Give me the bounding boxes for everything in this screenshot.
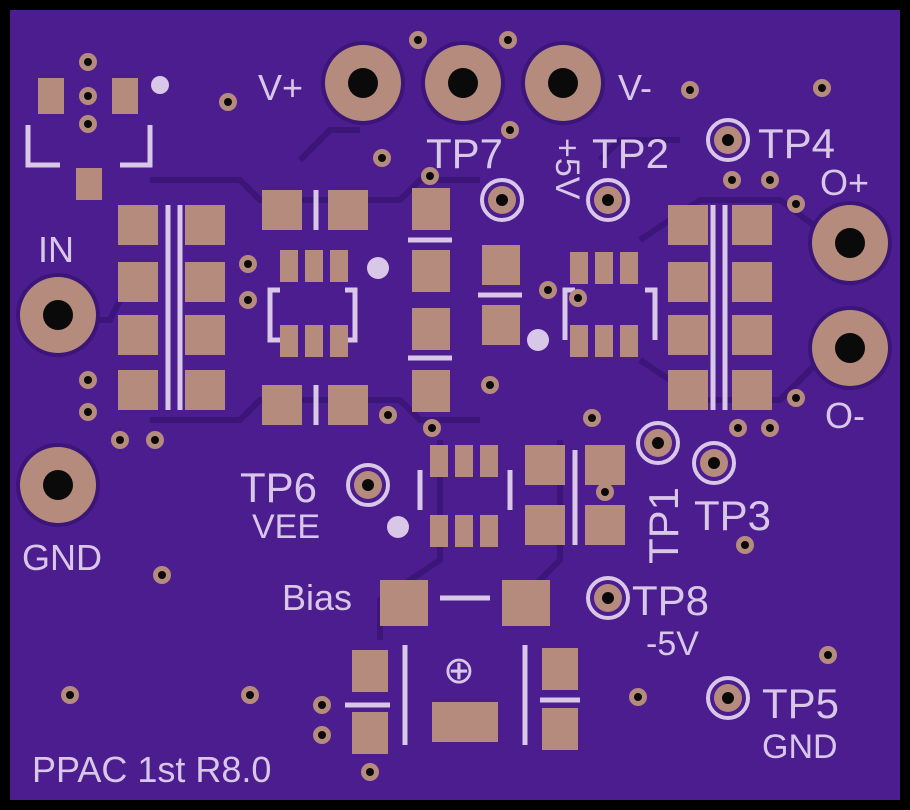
label-tp1: TP1 [640, 487, 687, 564]
testpoint-tp7-ring [480, 178, 524, 222]
pot-symbol: ⊕ [443, 650, 475, 692]
vias [61, 31, 837, 781]
test-points [346, 118, 750, 720]
connector-in-hole [43, 300, 73, 330]
connectors [16, 41, 892, 527]
label-tp2: TP2 [592, 130, 669, 177]
label-tp3: TP3 [694, 492, 771, 539]
via-drill [506, 126, 514, 134]
via-drill [244, 260, 252, 268]
smd-pads [38, 78, 772, 754]
via-drill [318, 701, 326, 709]
label-plus5v: +5V [548, 138, 586, 200]
board-title: PPAC 1st R8.0 [32, 749, 271, 790]
testpoint-tp5-hole [722, 692, 734, 704]
via-drill [588, 414, 596, 422]
via-drill [818, 84, 826, 92]
via-drill [766, 424, 774, 432]
connector-o-minus-hole [835, 333, 865, 363]
connector-gnd-hole [43, 470, 73, 500]
via-drill [318, 731, 326, 739]
testpoint-tp4-ring [706, 118, 750, 162]
via-drill [84, 58, 92, 66]
testpoint-tp2-ring [586, 178, 630, 222]
via-drill [66, 691, 74, 699]
label-v-plus: V+ [258, 67, 303, 108]
testpoint-tp8-hole [602, 592, 614, 604]
via-drill [224, 98, 232, 106]
via-drill [84, 376, 92, 384]
label-gnd: GND [22, 537, 102, 578]
label-tp5: TP5 [762, 680, 839, 727]
via-drill [426, 172, 434, 180]
via-drill [84, 408, 92, 416]
silk-outlines [25, 125, 728, 745]
testpoint-tp1-hole [652, 437, 664, 449]
connector-mid-hole [448, 68, 478, 98]
testpoint-tp6-hole [362, 479, 374, 491]
via-drill [428, 424, 436, 432]
via-drill [84, 120, 92, 128]
label-tp6: TP6 [240, 464, 317, 511]
via-drill [244, 296, 252, 304]
testpoint-tp1-ring [636, 421, 680, 465]
via-drill [634, 693, 642, 701]
connector-v-minus-hole [548, 68, 578, 98]
label-bias: Bias [282, 577, 352, 618]
via-drill [246, 691, 254, 699]
label-o-minus: O- [825, 395, 865, 436]
via-drill [601, 488, 609, 496]
via-drill [366, 768, 374, 776]
via-drill [151, 436, 159, 444]
testpoint-tp6-ring [346, 463, 390, 507]
label-gnd2: GND [762, 728, 838, 766]
via-drill [504, 36, 512, 44]
via-drill [414, 36, 422, 44]
silk-labels: V+ V- TP7 +5V TP2 TP4 O+ O- IN GND TP6 V… [22, 67, 869, 790]
via-drill [378, 154, 386, 162]
label-tp7: TP7 [426, 130, 503, 177]
label-minus5v: -5V [646, 625, 699, 663]
via-drill [84, 92, 92, 100]
fiducials [151, 76, 549, 538]
label-o-plus: O+ [820, 162, 869, 203]
via-drill [384, 411, 392, 419]
testpoint-tp4-hole [722, 134, 734, 146]
testpoint-tp5-ring [706, 676, 750, 720]
label-in: IN [38, 229, 74, 270]
label-tp8: TP8 [632, 577, 709, 624]
via-drill [728, 176, 736, 184]
testpoint-tp3-ring [692, 441, 736, 485]
label-tp4: TP4 [758, 120, 835, 167]
via-drill [158, 571, 166, 579]
testpoint-tp2-hole [602, 194, 614, 206]
via-drill [766, 176, 774, 184]
via-drill [686, 86, 694, 94]
via-drill [544, 286, 552, 294]
testpoint-tp7-hole [496, 194, 508, 206]
via-drill [741, 541, 749, 549]
connector-v-plus-hole [348, 68, 378, 98]
via-drill [792, 394, 800, 402]
label-vee: VEE [252, 508, 320, 546]
via-drill [116, 436, 124, 444]
via-drill [486, 381, 494, 389]
via-drill [574, 294, 582, 302]
via-drill [792, 200, 800, 208]
testpoint-tp8-ring [586, 576, 630, 620]
via-drill [734, 424, 742, 432]
label-v-minus: V- [618, 67, 652, 108]
connector-o-plus-hole [835, 228, 865, 258]
via-drill [824, 651, 832, 659]
testpoint-tp3-hole [708, 457, 720, 469]
